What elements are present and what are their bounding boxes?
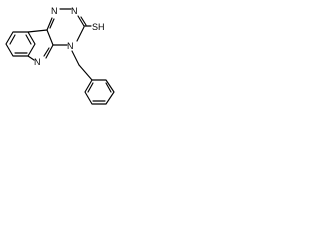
atom-n-top-left: N	[51, 6, 58, 16]
atom-n-indole: N	[34, 57, 41, 67]
bond-lines	[5, 8, 115, 105]
chemical-structure: N N SH N N	[5, 6, 115, 105]
atom-sh: SH	[92, 22, 105, 32]
atom-n-top-right: N	[71, 6, 78, 16]
atom-n-ring: N	[67, 41, 74, 51]
